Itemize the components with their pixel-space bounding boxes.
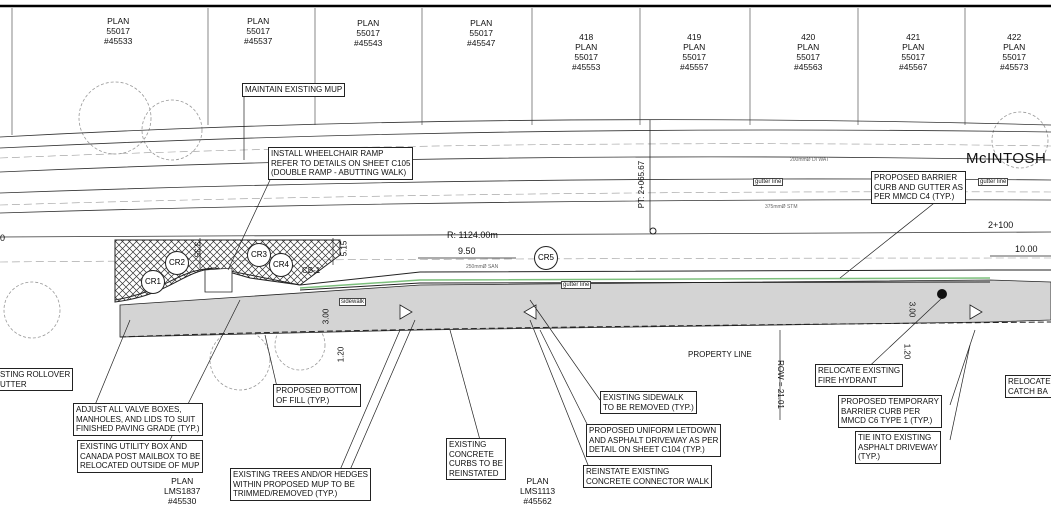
plan-label: 420 PLAN 55017 #45563 xyxy=(794,32,823,72)
note-letdown: PROPOSED UNIFORM LETDOWN AND ASPHALT DRI… xyxy=(586,424,722,457)
proposed-gutter-line xyxy=(299,277,991,289)
note-utility-box: EXISTING UTILITY BOX AND CANADA POST MAI… xyxy=(77,440,204,473)
plan-label: PLAN LMS1113 #45562 xyxy=(520,476,556,506)
dimension-label: 3.00 xyxy=(321,308,331,325)
dimension-label: 1.20 xyxy=(336,346,346,363)
pt-label: PT: 2+065.67 xyxy=(637,160,647,209)
fire-hydrant-symbol xyxy=(937,289,947,299)
note-trees: EXISTING TREES AND/OR HEDGES WITHIN PROP… xyxy=(230,468,371,501)
note-maintain-mup: MAINTAIN EXISTING MUP xyxy=(242,83,346,97)
property-line-label: PROPERTY LINE xyxy=(688,350,752,359)
station-label: 0 xyxy=(0,233,6,243)
note-wheelchair-ramp: INSTALL WHEELCHAIR RAMP REFER TO DETAILS… xyxy=(268,147,414,180)
row-label: ROW = 21.01 xyxy=(775,360,785,409)
plan-label: PLAN 55017 #45547 xyxy=(467,18,496,48)
dimension-label: 3.00 xyxy=(907,301,917,318)
note-temp-curb: PROPOSED TEMPORARY BARRIER CURB PER MMCD… xyxy=(838,395,942,428)
note-concrete-curbs: EXISTING CONCRETE CURBS TO BE REINSTATED xyxy=(446,438,506,480)
storm-pipe-label: 375mmØ STM xyxy=(765,204,798,210)
driveway-arrows xyxy=(399,304,983,320)
curb-return-marker: CR4 xyxy=(269,253,293,277)
dimension-label: 5.15 xyxy=(339,240,349,257)
note-rollover: STING ROLLOVER UTTER xyxy=(0,368,74,391)
gutter-line-tag: gutter line xyxy=(753,178,784,186)
note-asphalt-driveway: TIE INTO EXISTING ASPHALT DRIVEWAY (TYP.… xyxy=(855,431,941,464)
plan-label: 418 PLAN 55017 #45553 xyxy=(572,32,601,72)
dimension-lines xyxy=(199,120,1051,420)
lot-lines xyxy=(11,8,966,135)
dimension-label: 3.35 xyxy=(192,241,202,258)
gutter-line-tag: gutter line xyxy=(978,178,1009,186)
leader-lines xyxy=(94,90,976,471)
note-connector-walk: REINSTATE EXISTING CONCRETE CONNECTOR WA… xyxy=(583,465,713,488)
curb-return-marker: CR5 xyxy=(534,246,558,270)
curve-radius-label: R: 1124.00m xyxy=(447,230,498,240)
gutter-line-tag: gutter line xyxy=(561,281,592,289)
note-sidewalk: EXISTING SIDEWALK TO BE REMOVED (TYP.) xyxy=(600,391,697,414)
note-bottom-fill: PROPOSED BOTTOM OF FILL (TYP.) xyxy=(273,384,361,407)
curb-return-marker: CR2 xyxy=(165,251,189,275)
plan-label: 419 PLAN 55017 #45557 xyxy=(680,32,709,72)
note-barrier-curb: PROPOSED BARRIER CURB AND GUTTER AS PER … xyxy=(871,171,966,204)
plan-label: PLAN 55017 #45533 xyxy=(104,16,133,46)
station-label: 2+100 xyxy=(988,220,1014,230)
mup-area xyxy=(119,279,1051,338)
plan-label: 422 PLAN 55017 #45573 xyxy=(1000,32,1029,72)
curb-return-marker: CR1 xyxy=(141,270,165,294)
catch-basin-label: CB-1 xyxy=(302,266,321,275)
wheelchair-ramp xyxy=(204,267,233,293)
note-valve-boxes: ADJUST ALL VALVE BOXES, MANHOLES, AND LI… xyxy=(73,403,203,436)
curb-return-marker: CR3 xyxy=(247,243,271,267)
water-pipe-label: 200mmØ DI WAT xyxy=(790,157,829,163)
sanitary-pipe-label: 250mmØ SAN xyxy=(466,264,499,270)
note-catch-basin: RELOCATE CATCH BA xyxy=(1005,375,1051,398)
dimension-label: 9.50 xyxy=(458,246,476,256)
dimension-label: 10.00 xyxy=(1015,244,1038,254)
plan-label: 421 PLAN 55017 #45567 xyxy=(899,32,928,72)
sidewalk-tag: sidewalk xyxy=(339,298,367,306)
dimension-label: 1.20 xyxy=(902,343,912,360)
pt-marker xyxy=(649,227,657,235)
plan-label: PLAN LMS1837 #45530 xyxy=(164,476,201,506)
plan-label: PLAN 55017 #45537 xyxy=(244,16,273,46)
street-name: McINTOSH xyxy=(966,150,1047,167)
plan-label: PLAN 55017 #45543 xyxy=(354,18,383,48)
note-fire-hydrant: RELOCATE EXISTING FIRE HYDRANT xyxy=(815,364,904,387)
